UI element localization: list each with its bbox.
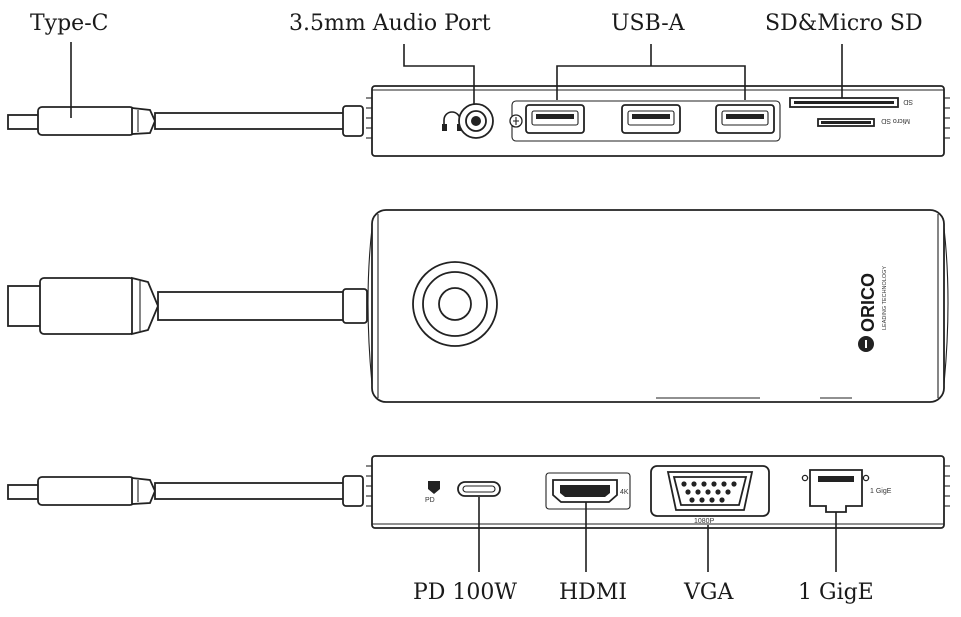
label-vga: VGA [683,580,734,605]
power-delivery-icon: PD [425,481,440,504]
orico-logo-icon: ORICO LEADING TECHNOLOGY [858,266,888,352]
cable-collar-mid [342,288,368,324]
ethernet-port [801,469,870,513]
typec-plug-shell-mid [39,277,135,335]
pd-icon-text: PD [425,497,435,504]
sd-slot [789,97,899,108]
bottom-view: PD 4K 1080P [7,455,950,605]
label-usb-a: USB-A [611,11,686,36]
typec-plug-tip-bot [7,484,41,500]
usb-a-port-2 [621,104,681,134]
callout-usb-a-bracket [556,65,746,100]
hdmi-res-marking: 4K [620,489,629,496]
cable-top [154,112,346,130]
typec-plug-tip-top [7,114,41,130]
middle-view: ORICO LEADING TECHNOLOGY [7,209,949,403]
typec-plug-tip-mid [7,285,43,327]
audio-jack [458,103,494,139]
usb-c-port [457,481,501,497]
grip-left-mid [367,227,373,385]
typec-strain-relief-mid [131,276,159,336]
label-pd-100w: PD 100W [413,580,517,605]
vga-port [666,471,754,511]
brand-tagline: LEADING TECHNOLOGY [882,266,888,330]
hdmi-frame [545,472,631,510]
grip-right-mid [943,227,949,385]
cable-mid [157,291,345,321]
hdmi-port [552,479,618,503]
typec-plug-shell-bot [37,476,135,506]
usb-trident-icon [509,114,523,128]
grip-left-top [366,97,372,139]
label-hdmi: HDMI [559,580,627,605]
vga-res-marking: 1080P [694,518,715,525]
micro-sd-slot-label: Micro SD [881,117,910,124]
lan-speed-marking: 1 GigE [870,488,892,495]
label-type-c: Type-C [30,11,108,36]
cable-collar-top [342,105,364,137]
cable-bot [154,482,346,500]
label-audio-port: 3.5mm Audio Port [289,11,491,36]
usb-a-port-3 [715,104,775,134]
grip-right-top [944,97,950,139]
brand-logo-text: ORICO [858,273,878,332]
grip-right-bot [944,465,950,507]
typec-plug-shell-top [37,106,135,136]
grip-left-bot [366,465,372,507]
label-sd-micro-sd: SD&Micro SD [765,11,923,36]
top-view: SD Micro SD Type-C 3.5mm Audio Port USB-… [7,11,950,157]
rubber-foot [412,261,498,347]
hub-body-mid [371,209,945,403]
micro-sd-slot [817,118,875,127]
typec-strain-relief-bot [131,476,156,505]
typec-strain-relief-top [131,106,156,135]
cable-collar-bot [342,475,364,507]
usb-a-port-1 [525,104,585,134]
callout-audio [403,44,475,104]
sd-slot-label: SD [903,98,913,105]
label-1-gige: 1 GigE [798,580,874,605]
